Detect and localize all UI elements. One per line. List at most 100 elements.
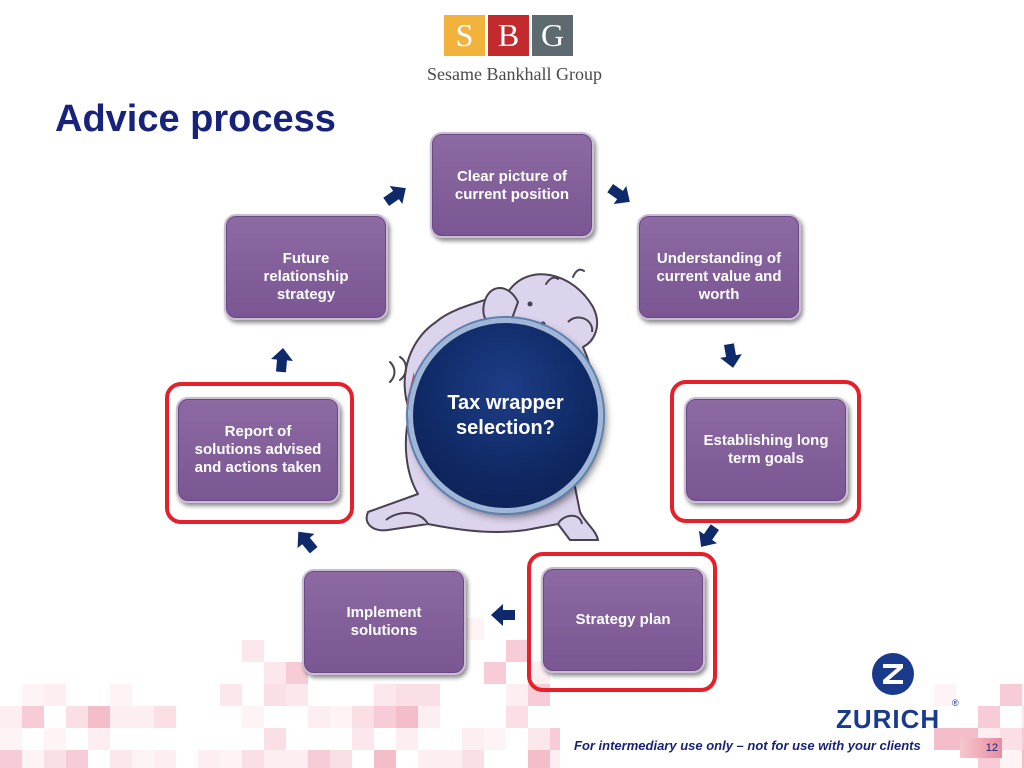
mosaic-tile [66,750,88,768]
mosaic-tile [1022,684,1024,706]
mosaic-tile [1022,728,1024,750]
step-line: Understanding of [656,250,782,267]
mosaic-tile [418,684,440,706]
mosaic-tile [506,684,528,706]
mosaic-tile [1000,750,1022,768]
mosaic-tile [506,640,528,662]
mosaic-tile [934,728,956,750]
zurich-wordmark: ZURICH [836,704,941,734]
arrow-icon [383,185,406,206]
step-line: strategy [276,286,336,303]
mosaic-tile [264,684,286,706]
mosaic-tile [44,684,66,706]
mosaic-tile [242,640,264,662]
mosaic-tile [418,750,440,768]
mosaic-tile [198,750,220,768]
mosaic-tile [484,662,506,684]
mosaic-tile [264,662,286,684]
mosaic-tile [396,728,418,750]
mosaic-tile [0,750,22,768]
mosaic-tile [440,750,462,768]
decorative-mosaic-left [0,618,560,768]
step-line: Implement [346,604,422,621]
registered-mark: ® [952,698,959,708]
step-strategy-plan: Strategy plan [541,567,705,673]
mosaic-tile [220,750,242,768]
mosaic-tile [0,706,22,728]
arrow-icon [491,604,515,626]
step-line: Establishing long [703,432,829,449]
zurich-logo-icon [872,653,914,695]
mosaic-tile [286,750,308,768]
logo-subtitle: Sesame Bankhall Group [427,64,602,84]
mosaic-tile [484,728,506,750]
mosaic-tile [44,750,66,768]
mosaic-tile [154,750,176,768]
mosaic-tile [22,684,44,706]
step-line: current value and [656,268,782,285]
mosaic-tile [374,684,396,706]
mosaic-tile [528,728,550,750]
logo-letter-b: B [488,15,529,56]
mosaic-tile [22,750,44,768]
mosaic-tile [220,684,242,706]
mosaic-tile [308,750,330,768]
mosaic-tile [242,706,264,728]
center-circle: Tax wrapper selection? [408,318,603,513]
arrow-icon [698,524,719,547]
mosaic-tile [88,728,110,750]
mosaic-tile [308,706,330,728]
step-line: Strategy plan [575,611,671,628]
mosaic-tile [132,706,154,728]
step-line: solutions advised [194,441,322,458]
mosaic-tile [110,684,132,706]
mosaic-tile [462,750,484,768]
mosaic-tile [88,706,110,728]
mosaic-tile [132,750,154,768]
mosaic-tile [264,750,286,768]
mosaic-tile [978,706,1000,728]
step-line: and actions taken [194,459,322,476]
mosaic-tile [462,728,484,750]
mosaic-tile [1022,706,1024,728]
sbg-logo: S B G [444,15,573,56]
mosaic-tile [66,706,88,728]
mosaic-tile [528,750,550,768]
step-line: Future [282,250,330,267]
mosaic-tile [506,706,528,728]
mosaic-tile [110,750,132,768]
center-line: selection? [456,417,555,439]
step-line: current position [454,186,570,203]
center-line: Tax wrapper [447,392,564,414]
mosaic-tile [1022,750,1024,768]
arrow-icon [297,531,318,554]
mosaic-tile [154,706,176,728]
arrow-icon [720,343,742,368]
page-title: Advice process [55,98,336,140]
highlight-frame-report [165,382,354,524]
step-line: term goals [728,450,804,467]
logo-letter-g: G [532,15,573,56]
mosaic-tile [22,706,44,728]
mosaic-tile [418,706,440,728]
highlight-frame-strategy [527,552,717,692]
mosaic-tile [396,706,418,728]
mosaic-tile [374,750,396,768]
footer-disclaimer: For intermediary use only – not for use … [574,738,921,753]
step-line: solutions [350,622,418,639]
mosaic-tile [462,618,484,640]
arrow-icon [607,184,630,205]
mosaic-tile [374,706,396,728]
mosaic-tile [934,684,956,706]
mosaic-tile [396,684,418,706]
mosaic-tile [242,750,264,768]
page-number: 12 [960,738,1002,758]
mosaic-tile [550,728,560,750]
mosaic-tile [44,728,66,750]
